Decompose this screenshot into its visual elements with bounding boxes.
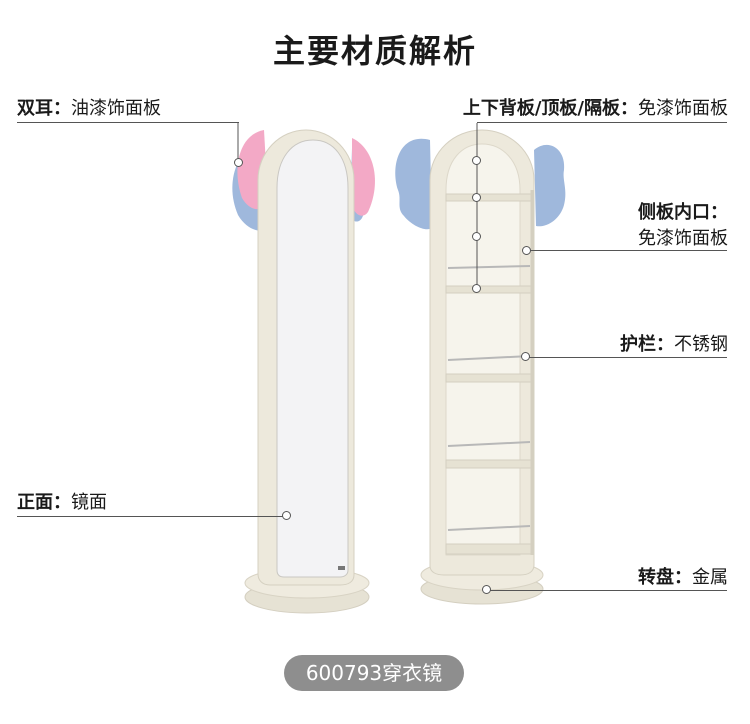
back-ear-right [534, 144, 566, 227]
shelf-2 [445, 285, 533, 294]
side-dot [522, 246, 531, 255]
guard-label-value: 不锈钢 [674, 334, 728, 355]
boards-label-name: 上下背板/顶板/隔板： [462, 98, 638, 119]
front-leader-line [17, 516, 285, 517]
back-ear-left [395, 138, 432, 230]
side-label-name: 侧板内口： [638, 202, 728, 223]
boards-dot-4 [472, 284, 481, 293]
cabinet-inner-back [445, 143, 521, 556]
boards-label-value: 免漆饰面板 [638, 98, 728, 119]
ears-dot [234, 158, 243, 167]
boards-label: 上下背板/顶板/隔板：免漆饰面板 [463, 94, 728, 120]
turntable-label-value: 金属 [692, 567, 728, 588]
guard-dot [521, 352, 530, 361]
guard-rail-1 [447, 265, 531, 269]
boards-dot-1 [472, 156, 481, 165]
ears-label-name: 双耳： [17, 98, 71, 119]
mirror-surface [276, 139, 349, 578]
shelf-bottom [445, 543, 533, 555]
guard-label: 护栏：不锈钢 [620, 330, 728, 356]
side-label-value: 免漆饰面板 [638, 228, 728, 249]
front-label: 正面：镜面 [17, 488, 107, 514]
turntable-label-name: 转盘： [638, 567, 692, 588]
ears-leader-line [17, 122, 239, 123]
front-label-value: 镜面 [71, 492, 107, 513]
ears-label-value: 油漆饰面板 [71, 98, 161, 119]
guard-label-name: 护栏： [620, 334, 674, 355]
shelf-3 [445, 373, 533, 383]
guard-leader-line [527, 357, 727, 358]
boards-leader-line [477, 122, 727, 123]
shelf-top [445, 193, 533, 202]
shelf-back-view [395, 129, 566, 605]
page-title: 主要材质解析 [272, 32, 477, 70]
product-tag: 600793穿衣镜 [284, 655, 464, 691]
front-label-name: 正面： [17, 492, 71, 513]
mirror-logo-tag [338, 566, 345, 570]
shelf-4 [445, 459, 533, 469]
guard-rail-4 [447, 525, 531, 531]
guard-rail-2 [447, 355, 531, 361]
mirror-front-view [232, 129, 375, 614]
right-ear-pink [352, 138, 375, 216]
side-leader-line [527, 250, 727, 251]
side-label: 侧板内口： 免漆饰面板 [638, 200, 728, 252]
front-dot [282, 511, 291, 520]
guard-rail-3 [447, 441, 531, 447]
turntable-dot [482, 585, 491, 594]
turntable-leader-line [487, 590, 727, 591]
ears-label: 双耳：油漆饰面板 [17, 94, 161, 120]
boards-dot-3 [472, 232, 481, 241]
boards-dot-2 [472, 193, 481, 202]
turntable-label: 转盘：金属 [638, 563, 728, 589]
